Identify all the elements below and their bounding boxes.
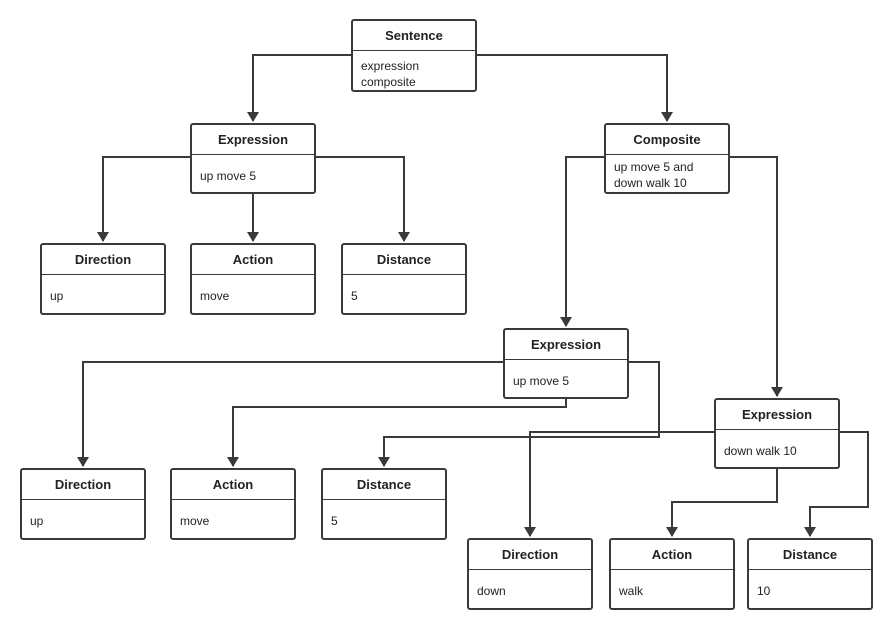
edge-expression-left-to-direction — [77, 361, 503, 467]
node-title: Direction — [469, 540, 591, 570]
edge-expression-to-distance — [316, 156, 410, 242]
action-node: Action move — [170, 468, 296, 540]
node-body: up move 5 — [200, 169, 257, 183]
node-title: Distance — [749, 540, 871, 570]
node-body: up — [50, 289, 64, 303]
direction-node: Direction down — [467, 538, 593, 610]
node-title: Action — [172, 470, 294, 500]
direction-node: Direction up — [40, 243, 166, 315]
node-body: up move 5 — [513, 374, 570, 388]
node-body: down — [477, 584, 506, 598]
expression-node: Expression up move 5 — [190, 123, 316, 194]
sentence-node: Sentence expression composite — [351, 19, 477, 92]
distance-node: Distance 5 — [321, 468, 447, 540]
node-title: Composite — [606, 125, 728, 155]
action-node: Action move — [190, 243, 316, 315]
direction-node: Direction up — [20, 468, 146, 540]
edge-expression-right-to-action — [666, 469, 778, 537]
node-title: Distance — [343, 245, 465, 275]
edge-expression-right-to-direction — [524, 431, 714, 537]
node-title: Sentence — [353, 21, 475, 51]
edge-sentence-to-composite — [477, 54, 673, 122]
composite-node: Composite up move 5 and down walk 10 — [604, 123, 730, 194]
node-body: down walk 10 — [724, 444, 797, 458]
expression-node: Expression down walk 10 — [714, 398, 840, 469]
node-body: expression composite — [361, 59, 420, 89]
node-title: Expression — [716, 400, 838, 430]
node-body: walk — [619, 584, 644, 598]
node-body: up move 5 and down walk 10 — [614, 160, 694, 190]
distance-node: Distance 10 — [747, 538, 873, 610]
node-body: move — [200, 289, 230, 303]
edge-expression-left-to-distance — [378, 361, 660, 467]
edge-expression-left-to-action — [227, 399, 567, 467]
edge-composite-to-expression-left — [560, 156, 604, 327]
node-title: Expression — [505, 330, 627, 360]
node-title: Direction — [22, 470, 144, 500]
node-title: Expression — [192, 125, 314, 155]
node-body: 5 — [351, 289, 358, 303]
distance-node: Distance 5 — [341, 243, 467, 315]
node-title: Action — [611, 540, 733, 570]
node-body: 5 — [331, 514, 338, 528]
node-body: 10 — [757, 584, 771, 598]
edge-sentence-to-expression — [247, 54, 351, 122]
node-title: Direction — [42, 245, 164, 275]
edge-expression-right-to-distance — [804, 431, 869, 537]
node-title: Distance — [323, 470, 445, 500]
node-body: move — [180, 514, 210, 528]
edge-expression-to-direction — [97, 156, 190, 242]
node-title: Action — [192, 245, 314, 275]
expression-node: Expression up move 5 — [503, 328, 629, 399]
action-node: Action walk — [609, 538, 735, 610]
node-body: up — [30, 514, 44, 528]
edge-composite-to-expression-right — [730, 156, 783, 397]
